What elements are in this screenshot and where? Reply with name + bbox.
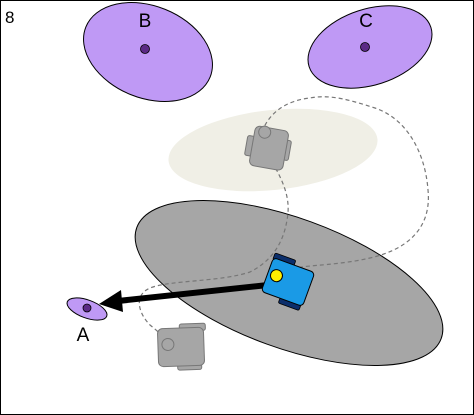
dashed-trajectory-lower [138, 149, 289, 346]
goal-b: B [83, 2, 213, 102]
robot-marker [269, 269, 283, 283]
robot-ghost-upper-icon [244, 125, 292, 171]
goal-c-region [307, 5, 433, 89]
robot-current-icon [261, 252, 315, 311]
goal-c: C [307, 5, 433, 89]
goal-b-center [140, 44, 150, 54]
action-arrow-icon [99, 282, 269, 312]
goal-c-label: C [359, 11, 373, 32]
goal-a: A [66, 297, 108, 346]
goal-c-center [360, 42, 370, 52]
panel-number: 8 [5, 8, 14, 27]
goal-a-label: A [77, 325, 90, 346]
goal-b-label: B [139, 11, 152, 32]
dashed-trajectory-upper [261, 96, 429, 269]
robot-ghost-lower-icon [157, 322, 206, 371]
goal-a-center [82, 303, 92, 313]
